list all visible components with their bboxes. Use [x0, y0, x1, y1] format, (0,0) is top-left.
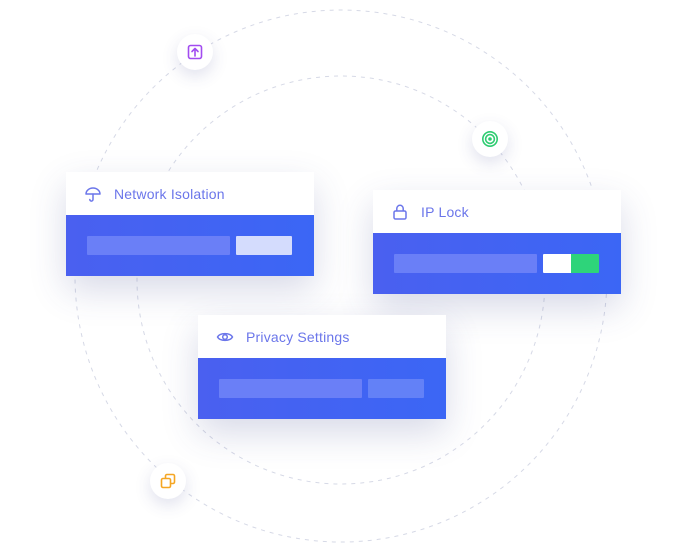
toggle-off-segment [543, 254, 571, 273]
eye-icon [216, 328, 234, 346]
setting-button[interactable] [368, 379, 424, 398]
setting-button[interactable] [236, 236, 292, 255]
target-icon [482, 131, 498, 147]
toggle-on-segment [571, 254, 599, 273]
card-header: Privacy Settings [198, 315, 446, 358]
network-isolation-card: Network Isolation [66, 172, 314, 276]
ip-lock-toggle[interactable] [543, 254, 599, 273]
setting-field [394, 254, 537, 273]
umbrella-icon [84, 185, 102, 203]
card-body [373, 233, 621, 294]
lock-icon [391, 203, 409, 221]
card-title: Privacy Settings [246, 328, 350, 345]
card-body [198, 358, 446, 419]
setting-field [87, 236, 230, 255]
upload-icon [187, 44, 203, 60]
copy-icon [160, 473, 176, 489]
upload-node [177, 34, 213, 70]
card-header: IP Lock [373, 190, 621, 233]
privacy-settings-card: Privacy Settings [198, 315, 446, 419]
ip-lock-card: IP Lock [373, 190, 621, 294]
card-header: Network Isolation [66, 172, 314, 215]
setting-field [219, 379, 362, 398]
card-title: Network Isolation [114, 185, 225, 202]
card-title: IP Lock [421, 203, 469, 220]
card-body [66, 215, 314, 276]
copy-node [150, 463, 186, 499]
target-node [472, 121, 508, 157]
